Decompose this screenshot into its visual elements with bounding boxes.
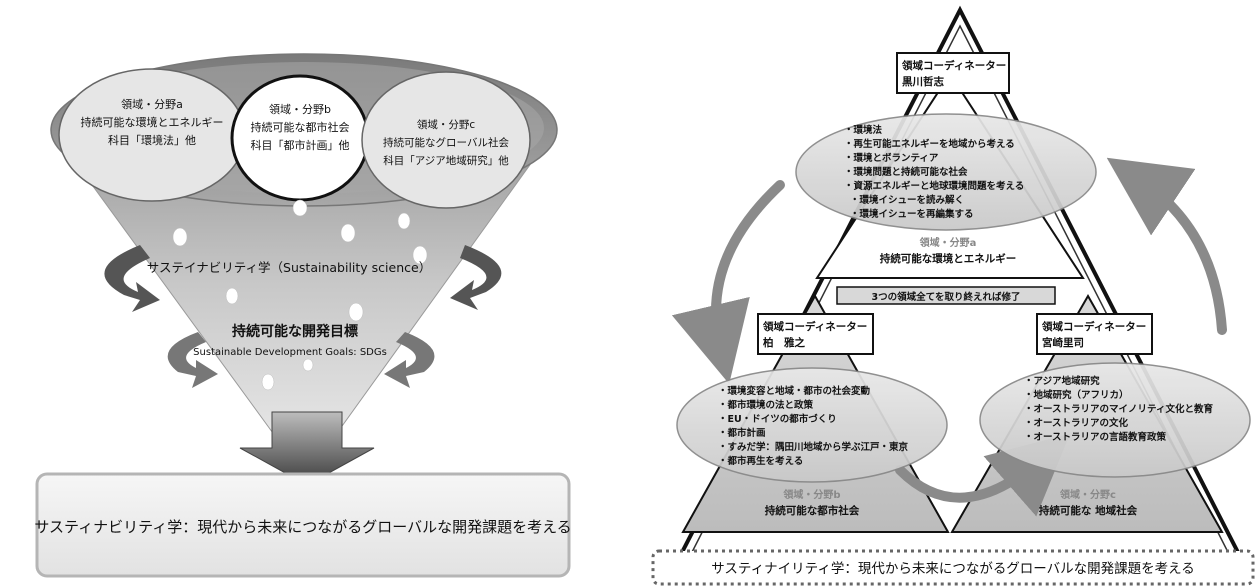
left-bottom-box-text: サスティナビリティ学：現代から未来につながるグローバルな開発課題を考える xyxy=(34,518,571,536)
left-items-oval xyxy=(676,367,948,483)
left-items-list: ・環境変容と地域・都市の社会変動 ・都市環境の法と政策 ・EU・ドイツの都市づく… xyxy=(718,385,909,467)
right-bottom-box xyxy=(651,549,1255,586)
top-items-list: ・環境法 ・再生可能エネルギーを地域から考える ・環境とボランティア ・環境問題… xyxy=(844,124,1024,220)
right-item: ・オーストラリアの文化 xyxy=(1024,417,1129,429)
field-a-line2: 持続可能な環境とエネルギー xyxy=(81,115,224,129)
left-item: ・都市環境の法と政策 xyxy=(718,399,814,411)
top-item: ・資源エネルギーと地球環境問題を考える xyxy=(844,180,1024,192)
top-coordinator-box xyxy=(896,52,1010,94)
right-item: ・オーストラリアの言語教育政策 xyxy=(1024,431,1167,443)
top-item: ・環境問題と持続可能な社会 xyxy=(844,166,968,178)
field-b-line3: 科目「都市計画」他 xyxy=(251,138,350,152)
right-item: ・オーストラリアのマイノリティ文化と教育 xyxy=(1024,403,1213,415)
field-a-line3: 科目「環境法」他 xyxy=(108,133,196,147)
right-item: ・地域研究（アフリカ） xyxy=(1024,389,1129,401)
completion-banner xyxy=(836,286,1056,305)
left-bottom-box xyxy=(35,472,571,578)
top-item: ・環境イシューを再編集する xyxy=(850,208,974,220)
top-coordinator-title: 領域コーディネーター xyxy=(901,59,1006,72)
left-item: ・環境変容と地域・都市の社会変動 xyxy=(718,385,871,397)
top-item: ・環境とボランティア xyxy=(844,152,939,164)
top-item: ・環境法 xyxy=(844,124,883,136)
top-items-oval xyxy=(795,113,1097,231)
right-field-label: 領域・分野c xyxy=(1059,488,1116,501)
left-coordinator-title: 領域コーディネーター xyxy=(762,320,867,333)
field-ellipse-c: 領域・分野c 持続可能なグローバル社会 科目「アジア地域研究」他 xyxy=(361,71,531,209)
field-ellipse-b: 領域・分野b 持続可能な都市社会 科目「都市計画」他 xyxy=(230,74,370,202)
top-field-label: 領域・分野a xyxy=(919,236,977,249)
field-c-line2: 持続可能なグローバル社会 xyxy=(383,136,509,149)
left-field-label: 領域・分野b xyxy=(782,488,840,501)
right-coordinator-box xyxy=(1036,313,1153,355)
sdgs-en-label: Sustainable Development Goals: SDGs xyxy=(193,347,387,358)
top-item: ・環境イシューを読み解く xyxy=(850,194,964,206)
left-item: ・すみだ学：隅田川地域から学ぶ江戸・東京 xyxy=(718,441,909,453)
top-field-name: 持続可能な環境とエネルギー xyxy=(880,252,1017,265)
right-field-name: 持続可能な 地域社会 xyxy=(1039,504,1138,517)
field-b-line1: 領域・分野b xyxy=(269,102,331,116)
left-field-name: 持続可能な都市社会 xyxy=(765,504,860,517)
left-item: ・都市計画 xyxy=(718,427,766,439)
right-coordinator-title: 領域コーディネーター xyxy=(1041,320,1146,333)
right-items-list: ・アジア地域研究 ・地域研究（アフリカ） ・オーストラリアのマイノリティ文化と教… xyxy=(1024,375,1213,443)
left-coordinator-name: 柏 雅之 xyxy=(763,336,805,349)
right-bottom-box-text: サスティナイリティ学：現代から未来につながるグローバルな開発課題を考える xyxy=(711,561,1195,577)
right-coordinator-name: 宮崎里司 xyxy=(1042,336,1084,349)
funnel-diagram: 領域・分野a 持続可能な環境とエネルギー 科目「環境法」他 領域・分野b 持続可… xyxy=(34,53,572,578)
top-coordinator-name: 黒川哲志 xyxy=(902,75,944,88)
cycle-arrows xyxy=(671,157,1227,517)
swirl-arrows xyxy=(104,245,502,388)
field-ellipse-a: 領域・分野a 持続可能な環境とエネルギー 科目「環境法」他 xyxy=(58,68,246,202)
down-arrow xyxy=(239,411,375,486)
field-b-line2: 持続可能な都市社会 xyxy=(251,120,350,134)
right-items-oval xyxy=(979,362,1251,478)
right-item: ・アジア地域研究 xyxy=(1024,375,1100,387)
left-item: ・EU・ドイツの都市づくり xyxy=(718,413,837,425)
sdgs-jp-label: 持続可能な開発目標 xyxy=(232,323,358,340)
left-coordinator-box xyxy=(757,313,874,355)
field-c-line1: 領域・分野c xyxy=(417,118,475,131)
science-label: サステイナビリティ学（Sustainability science） xyxy=(147,260,431,275)
field-a-line1: 領域・分野a xyxy=(121,97,183,111)
top-item: ・再生可能エネルギーを地域から考える xyxy=(844,138,1015,150)
left-item: ・都市再生を考える xyxy=(718,455,803,467)
completion-banner-text: 3つの領域全てを取り終えれば修了 xyxy=(872,291,1021,303)
field-c-line3: 科目「アジア地域研究」他 xyxy=(383,154,509,167)
pyramid-diagram: ・環境法 ・再生可能エネルギーを地域から考える ・環境とボランティア ・環境問題… xyxy=(651,5,1255,586)
funnel-bubbles xyxy=(172,199,428,391)
